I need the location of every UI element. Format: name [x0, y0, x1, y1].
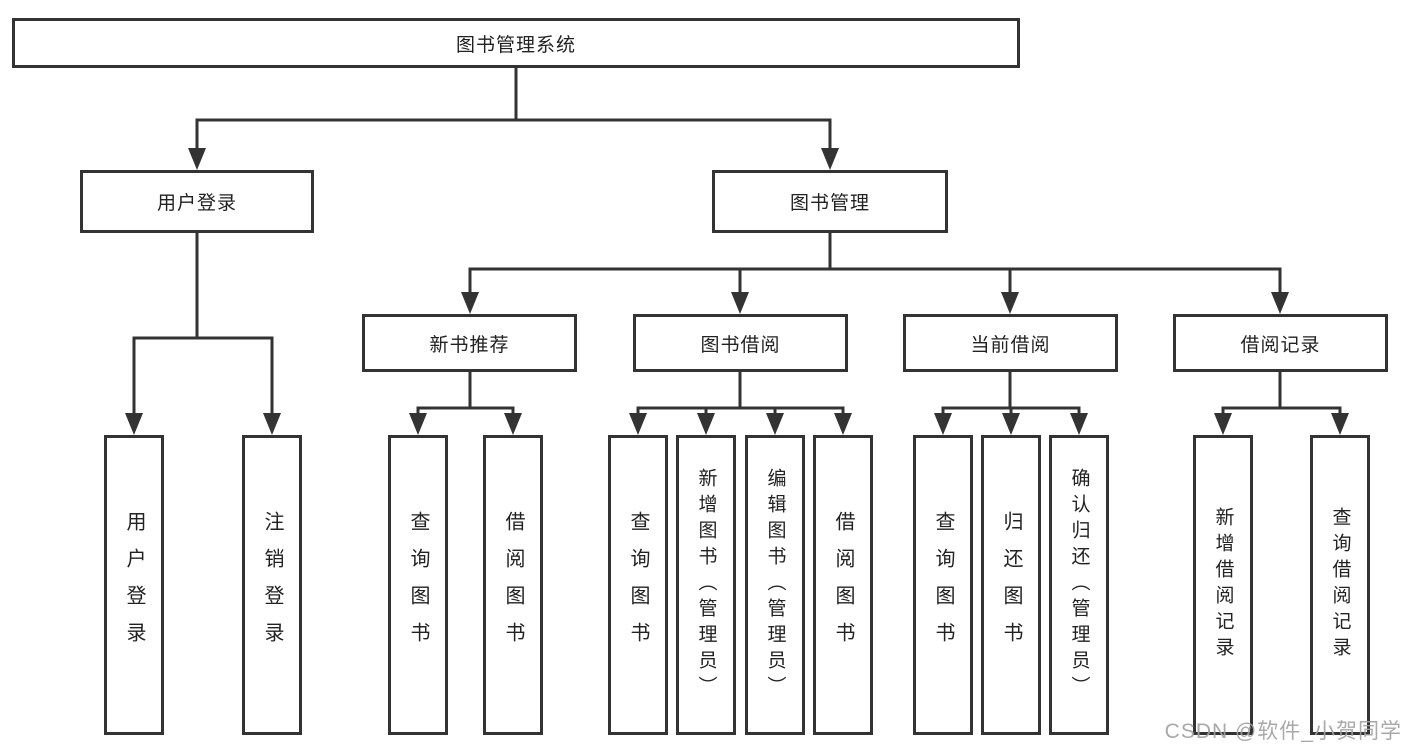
node-label: 查询借阅记录	[1329, 507, 1351, 663]
leaf-logout: 注销登录	[242, 435, 302, 735]
leaf-br-add-record: 新增借阅记录	[1193, 435, 1253, 735]
leaf-bb-edit-books-admin: 编辑图书（管理员）	[745, 435, 805, 735]
node-root-system: 图书管理系统	[12, 18, 1020, 68]
arrowheads	[125, 148, 1349, 435]
leaf-bb-borrow-books: 借阅图书	[813, 435, 873, 735]
node-borrow-records: 借阅记录	[1173, 314, 1388, 372]
leaf-cb-confirm-return-admin: 确认归还（管理员）	[1049, 435, 1109, 735]
node-label: 图书管理	[789, 193, 870, 214]
node-label: 确认归还（管理员）	[1068, 468, 1090, 702]
node-label: 用户登录	[156, 193, 237, 214]
leaf-nb-borrow-books: 借阅图书	[483, 435, 543, 735]
node-label: 借阅图书	[832, 511, 854, 659]
node-current-borrowing: 当前借阅	[903, 314, 1118, 372]
node-label: 归还图书	[1000, 511, 1022, 659]
node-label: 借阅图书	[502, 511, 524, 659]
node-user-login-branch: 用户登录	[80, 170, 314, 233]
leaf-br-query-record: 查询借阅记录	[1310, 435, 1370, 735]
node-label: 当前借阅	[970, 334, 1051, 356]
leaf-nb-query-books: 查询图书	[388, 435, 448, 735]
node-label: 编辑图书（管理员）	[764, 468, 786, 702]
node-label: 新书推荐	[429, 334, 510, 356]
node-label: 图书管理系统	[455, 34, 576, 56]
node-new-book-recommend: 新书推荐	[362, 314, 577, 372]
node-label: 图书借阅	[700, 334, 781, 356]
leaf-cb-query-books: 查询图书	[913, 435, 973, 735]
node-label: 新增图书（管理员）	[695, 468, 717, 702]
watermark-text: CSDN @软件_小贺同学	[1164, 720, 1402, 743]
node-label: 借阅记录	[1240, 334, 1321, 356]
node-label: 查询图书	[932, 511, 954, 659]
node-label: 查询图书	[407, 511, 429, 659]
leaf-bb-query-books: 查询图书	[608, 435, 668, 735]
leaf-cb-return-books: 归还图书	[981, 435, 1041, 735]
node-book-borrowing: 图书借阅	[633, 314, 848, 372]
leaf-bb-add-books-admin: 新增图书（管理员）	[676, 435, 736, 735]
node-label: 用户登录	[123, 511, 145, 659]
node-label: 新增借阅记录	[1212, 507, 1234, 663]
node-label: 查询图书	[627, 511, 649, 659]
node-label: 注销登录	[261, 511, 283, 659]
leaf-user-login: 用户登录	[104, 435, 164, 735]
node-book-management-branch: 图书管理	[712, 170, 948, 233]
